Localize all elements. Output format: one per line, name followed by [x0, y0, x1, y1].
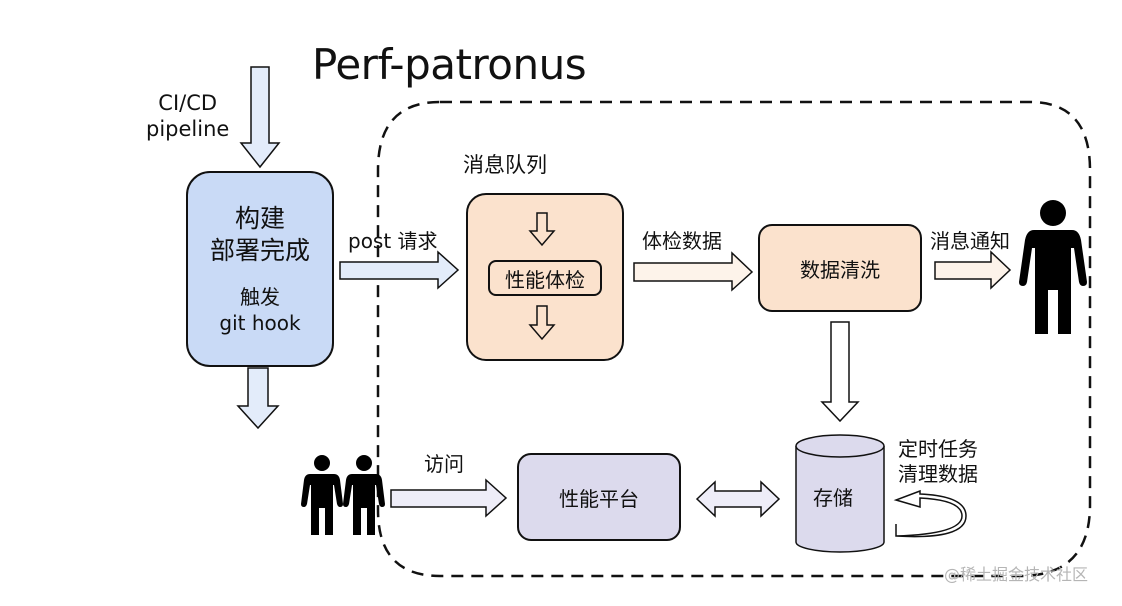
message-queue-label: 消息队列 — [463, 153, 547, 177]
message-queue-node: 性能体检 — [466, 193, 624, 361]
clean-to-storage-arrow — [820, 321, 860, 423]
queue-out-arrow — [528, 305, 556, 341]
perf-check-node: 性能体检 — [488, 260, 602, 296]
platform-storage-arrow — [695, 480, 781, 518]
data-cleaning-node: 数据清洗 — [758, 224, 922, 312]
queue-flow-arrows — [528, 212, 556, 341]
notify-arrow — [934, 250, 1012, 290]
visit-label: 访问 — [424, 452, 464, 476]
cicd-label-line2: pipeline — [146, 117, 230, 142]
build-sub-line1: 触发 — [240, 284, 280, 309]
check-data-arrow — [633, 251, 754, 292]
build-node-title: 构建 部署完成 — [210, 203, 310, 268]
check-data-label: 体检数据 — [642, 229, 722, 253]
cron-cleanup-label: 定时任务 清理数据 — [898, 437, 978, 487]
build-deploy-node: 构建 部署完成 触发 git hook — [186, 171, 334, 367]
watermark: @稀土掘金技术社区 — [944, 565, 1089, 584]
build-title-line1: 构建 — [234, 203, 285, 233]
build-title-line2: 部署完成 — [209, 236, 310, 265]
notify-label: 消息通知 — [930, 229, 1010, 253]
user-icon — [1019, 200, 1087, 334]
build-sub-line2: git hook — [219, 310, 301, 335]
cron-label-line1: 定时任务 — [898, 437, 978, 461]
cicd-label-line1: CI/CD — [158, 91, 218, 115]
cicd-down-arrow — [239, 66, 281, 169]
system-boundary — [376, 100, 1092, 578]
build-down-arrow — [236, 367, 280, 430]
build-node-subtitle: 触发 git hook — [219, 284, 300, 336]
perf-platform-node: 性能平台 — [517, 453, 681, 541]
post-request-label: post 请求 — [348, 229, 438, 253]
cron-cycle-arrow — [893, 489, 967, 538]
visit-arrow — [390, 478, 508, 518]
diagram-title: Perf-patronus — [312, 40, 587, 89]
cron-label-line2: 清理数据 — [898, 462, 978, 486]
queue-in-arrow — [528, 212, 556, 247]
storage-label: 存储 — [813, 486, 853, 510]
post-request-arrow — [339, 250, 460, 290]
users-group-icon — [301, 455, 385, 535]
cicd-pipeline-label: CI/CD pipeline — [146, 90, 229, 143]
storage-cylinder — [795, 434, 885, 553]
